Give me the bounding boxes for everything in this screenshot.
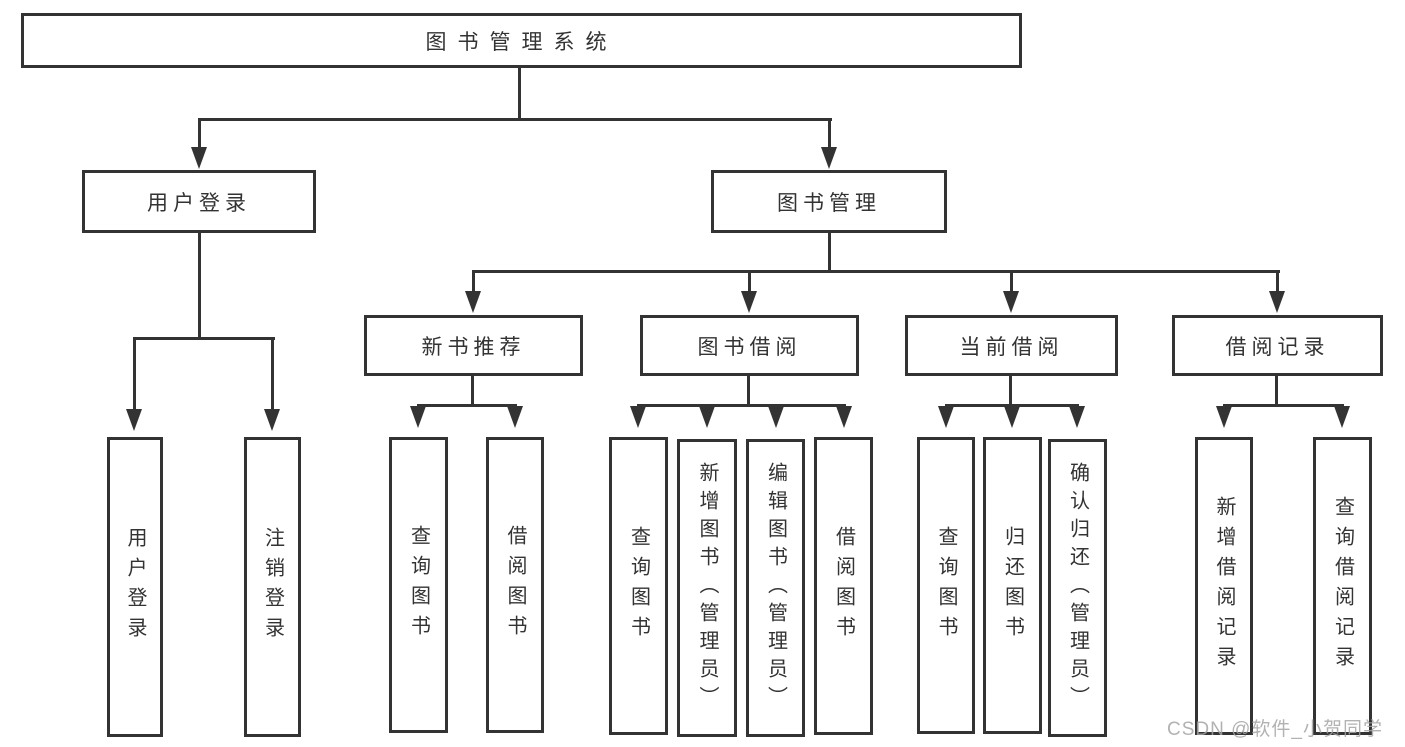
connector-book-borrow-stem (747, 374, 750, 407)
connector-current-borrow-rail (945, 404, 1079, 407)
book-management-node-label: 图书管理 (777, 191, 881, 215)
section-node-book-borrow: 图书借阅 (640, 315, 859, 376)
connector-current-borrow-stem (1009, 374, 1012, 407)
leaf-node-borrow-books-1-label: 借阅图书 (504, 525, 526, 645)
section-node-current-borrow-label: 当前借阅 (959, 335, 1064, 359)
connector-borrow-records-drop (1276, 270, 1279, 293)
section-node-new-books-label: 新书推荐 (421, 335, 526, 359)
connector-borrow-records-stem (1275, 374, 1278, 407)
arrowhead-to-current-borrow (1003, 291, 1019, 313)
connector-user-login-child2-drop (271, 337, 274, 410)
section-node-borrow-records-label: 借阅记录 (1225, 335, 1330, 359)
connector-current-borrow-drop (1010, 270, 1013, 293)
arrowhead-borrow-records-child2 (1334, 406, 1350, 428)
leaf-node-search-borrow-record-label: 查询借阅记录 (1331, 496, 1354, 676)
csdn-watermark: CSDN @软件_小贺同学 (1167, 719, 1383, 740)
root-node-label: 图书管理系统 (425, 30, 618, 54)
user-login-node-label: 用户登录 (147, 191, 251, 215)
arrowhead-new-books-child1 (410, 406, 426, 428)
arrowhead-borrow-records-child1 (1216, 406, 1232, 428)
connector-level2-rail (198, 118, 832, 121)
leaf-node-add-borrow-record: 新增借阅记录 (1195, 437, 1253, 735)
connector-book-management-drop (828, 118, 831, 149)
leaf-node-search-books-3-label: 查询图书 (935, 525, 957, 646)
connector-book-management-stem (828, 231, 831, 273)
arrowhead-book-borrow-child4 (836, 406, 852, 428)
section-node-borrow-records: 借阅记录 (1172, 315, 1383, 376)
connector-new-books-rail (417, 404, 517, 407)
arrowhead-current-borrow-child1 (938, 406, 954, 428)
leaf-node-add-borrow-record-label: 新增借阅记录 (1213, 496, 1235, 676)
arrowhead-book-borrow-child1 (630, 406, 646, 428)
user-login-node: 用户登录 (82, 170, 316, 233)
leaf-node-return-books-label: 归还图书 (1001, 525, 1024, 646)
section-node-current-borrow: 当前借阅 (905, 315, 1118, 376)
section-node-book-borrow-label: 图书借阅 (697, 335, 802, 359)
connector-level3-rail (472, 270, 1280, 273)
leaf-node-search-books-2: 查询图书 (609, 437, 668, 735)
leaf-node-search-books-1-label: 查询图书 (407, 525, 430, 645)
leaf-node-confirm-return-admin-label: 确认归还（管理员） (1066, 462, 1089, 714)
arrowhead-new-books-child2 (507, 406, 523, 428)
leaf-node-borrow-books-2: 借阅图书 (814, 437, 873, 735)
arrowhead-to-book-borrow (741, 291, 757, 313)
leaf-node-add-books-admin: 新增图书（管理员） (677, 439, 737, 737)
leaf-node-confirm-return-admin: 确认归还（管理员） (1048, 439, 1107, 737)
leaf-node-add-books-admin-label: 新增图书（管理员） (696, 462, 718, 714)
leaf-node-user-login: 用户登录 (107, 437, 163, 737)
connector-new-books-drop (472, 270, 475, 293)
arrowhead-to-borrow-records (1269, 291, 1285, 313)
leaf-node-user-login-label: 用户登录 (124, 527, 146, 647)
connector-user-login-stem (198, 231, 201, 340)
leaf-node-edit-books-admin: 编辑图书（管理员） (746, 439, 805, 737)
connector-user-login-child1-drop (133, 337, 136, 410)
leaf-node-edit-books-admin-label: 编辑图书（管理员） (764, 462, 787, 714)
root-node-library-system: 图书管理系统 (21, 13, 1022, 68)
connector-user-login-drop (198, 118, 201, 149)
leaf-node-borrow-books-1: 借阅图书 (486, 437, 544, 733)
connector-borrow-records-rail (1223, 404, 1344, 407)
book-management-node: 图书管理 (711, 170, 947, 233)
arrowhead-to-user-login (191, 147, 207, 169)
connector-new-books-stem (471, 374, 474, 407)
leaf-node-return-books: 归还图书 (983, 437, 1042, 734)
arrowhead-book-borrow-child3 (768, 406, 784, 428)
leaf-node-logout: 注销登录 (244, 437, 301, 737)
section-node-new-books: 新书推荐 (364, 315, 583, 376)
arrowhead-current-borrow-child2 (1004, 406, 1020, 428)
arrowhead-current-borrow-child3 (1069, 406, 1085, 428)
arrowhead-to-logout-leaf (264, 409, 280, 431)
arrowhead-book-borrow-child2 (699, 406, 715, 428)
connector-root-stem (518, 66, 521, 121)
leaf-node-search-books-1: 查询图书 (389, 437, 448, 733)
connector-book-borrow-drop (748, 270, 751, 293)
leaf-node-search-borrow-record: 查询借阅记录 (1313, 437, 1372, 735)
leaf-node-logout-label: 注销登录 (261, 527, 284, 647)
connector-user-login-rail (133, 337, 275, 340)
leaf-node-borrow-books-2-label: 借阅图书 (832, 526, 855, 646)
leaf-node-search-books-3: 查询图书 (917, 437, 975, 734)
arrowhead-to-book-management (821, 147, 837, 169)
connector-book-borrow-rail (637, 404, 846, 407)
arrowhead-to-new-books (465, 291, 481, 313)
leaf-node-search-books-2-label: 查询图书 (627, 526, 650, 646)
arrowhead-to-login-leaf (126, 409, 142, 431)
